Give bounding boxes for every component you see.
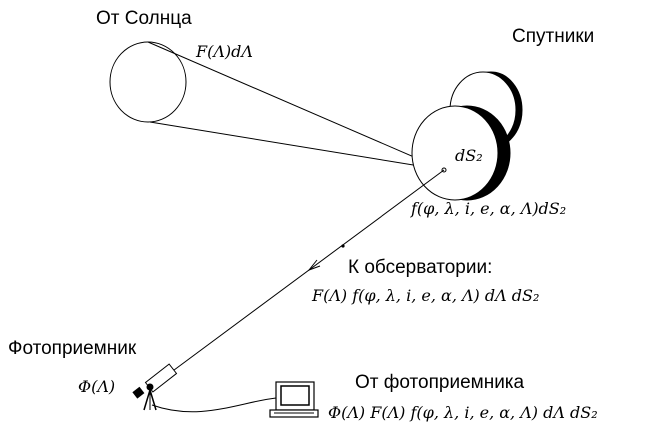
detector-response-formula: Φ(Λ) [78,377,116,396]
surface-element-label: dS₂ [455,146,483,165]
to-observatory-label: К обсерватории: [348,257,493,278]
observatory-flux-formula: F(Λ) f(φ, λ, i, e, α, Λ) dΛ dS₂ [312,286,540,305]
detector-signal-formula: Φ(Λ) F(Λ) f(φ, λ, i, e, α, Λ) dΛ dS₂ [328,403,598,422]
satellites-label: Спутники [512,26,595,47]
reflection-formula: f(φ, λ, i, e, α, Λ)dS₂ [411,199,567,218]
from-sun-label: От Солнца [96,8,192,29]
direction-arrow [307,259,321,272]
satellites-group [411,71,523,201]
computer-icon [269,381,319,418]
sun-ray-top [147,41,445,171]
from-photodetector-label: От фотоприемника [355,372,525,393]
lower-satellite [411,105,499,201]
photodetector-label: Фотоприемник [8,338,137,359]
telescope-icon [132,363,178,411]
sun-ray-bottom [149,121,445,171]
observation-line-dot [341,244,345,248]
observation-line [165,169,445,377]
surface-element-point [441,167,447,173]
signal-cable [151,397,277,413]
solar-flux-formula: F(Λ)dΛ [196,42,253,61]
